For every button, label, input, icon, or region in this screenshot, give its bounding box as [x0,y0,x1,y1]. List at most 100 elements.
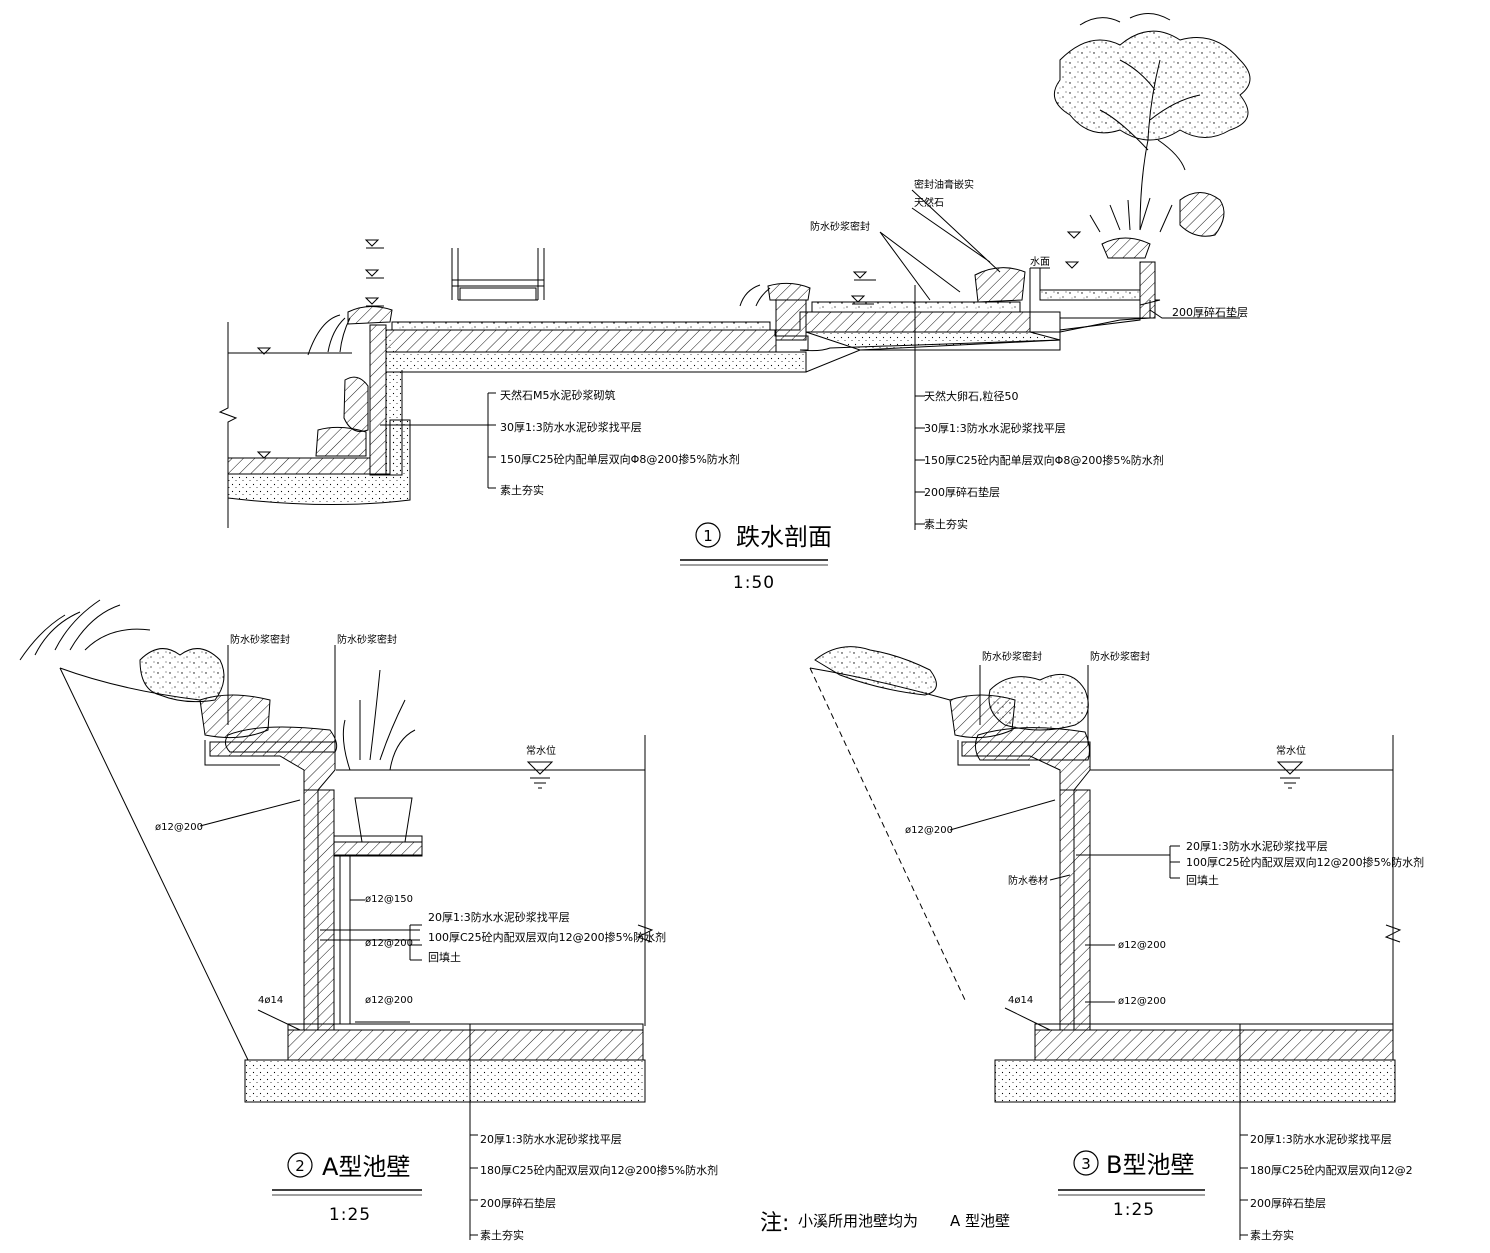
s3-wall-layer-2: 100厚C25砼内配双层双向12@200掺5%防水剂 [1186,855,1424,869]
s1-right-layer-3: 150厚C25砼内配单层双向Φ8@200掺5%防水剂 [924,453,1164,467]
section-3-labels: 防水砂浆密封 防水砂浆密封 常水位 ø12@200 防水卷材 ø12@200 ø… [905,650,1424,1242]
s1-left-layer-4: 素土夯实 [500,483,544,497]
s2-base-layer-3: 200厚碎石垫层 [480,1196,556,1210]
b-shrub-icon [814,646,1089,731]
s3-rebar-top: ø12@200 [905,825,953,836]
s2-number: 2 [295,1157,305,1175]
tree-base-stone [1101,237,1151,259]
s3-base-layer-1: 20厚1:3防水水泥砂浆找平层 [1250,1132,1392,1146]
s2-rebar-bottom: ø12@200 [365,995,413,1006]
drawing-note: 注: 小溪所用池壁均为 A 型池壁 [760,1211,1010,1236]
step-block [775,299,807,341]
natural-stone [974,267,1026,303]
s2-rebar-mid: ø12@200 [365,938,413,949]
s3-wall-layer-3: 回填土 [1186,873,1219,887]
s1-water-surface-callout: 水面 [1030,256,1050,268]
s3-wall-layer-1: 20厚1:3防水水泥砂浆找平层 [1186,839,1328,853]
s2-wall-layer-2: 100厚C25砼内配双层双向12@200掺5%防水剂 [428,930,666,944]
s3-base-layer-3: 200厚碎石垫层 [1250,1196,1326,1210]
a-planter-pot [354,797,413,843]
section-1-drop-water [218,13,1251,530]
s1-right-layer-5: 素土夯实 [924,517,968,531]
section-3-type-b-wall [809,646,1402,1240]
upper-pond-gravel [805,331,1061,351]
b-base-slab [1034,1029,1394,1061]
s3-bars: 4ø14 [1008,995,1033,1006]
drop-wall [369,324,387,476]
s3-rebar-mid: ø12@200 [1118,940,1166,951]
s1-left-layer-1: 天然石M5水泥砂浆砌筑 [500,388,616,402]
a-planter-slab [333,841,423,857]
upper-channel-slab [385,329,777,353]
s1-stone-callout: 天然石 [914,196,944,209]
s3-mortar-right: 防水砂浆密封 [1090,650,1150,663]
s2-wall-layer-3: 回填土 [428,950,461,964]
s1-right-layer-4: 200厚碎石垫层 [924,485,1000,499]
left-leader [487,392,496,489]
s1-mortar-callout: 防水砂浆密封 [810,220,870,233]
top-pond-wall-hatch [1139,261,1156,319]
s1-number: 1 [703,527,713,545]
s1-seal-callout: 密封油膏嵌实 [914,178,974,191]
s2-base-layer-4: 素土夯实 [480,1228,524,1242]
s2-rebar-150: ø12@150 [365,894,413,905]
wall-stone-2 [315,426,367,457]
s3-title: B型池壁 [1106,1151,1194,1179]
section-2-type-a-wall [19,599,654,1240]
s1-left-layer-3: 150厚C25砼内配单层双向Φ8@200掺5%防水剂 [500,452,740,466]
s2-water-level: 常水位 [526,744,556,757]
water-level-markers [256,231,1082,459]
wall-stone-1 [343,376,369,432]
s3-mortar-left: 防水砂浆密封 [982,650,1042,663]
gravel-leader [1149,309,1240,319]
upper-pond-slab [805,311,1031,333]
s2-base-layer-2: 180厚C25砼内配双层双向12@200掺5%防水剂 [480,1163,718,1177]
top-pond-pebbles [1039,289,1141,301]
s3-rebar-bottom: ø12@200 [1118,996,1166,1007]
mortar-leader [879,231,961,301]
a-wall [303,789,335,1031]
right-leader [914,285,925,530]
lower-pool-slab [227,457,371,475]
a-base-slab [287,1029,644,1061]
s2-base-layer-1: 20厚1:3防水水泥砂浆找平层 [480,1132,622,1146]
cap-stone-2 [767,282,811,301]
s1-scale: 1:50 [733,573,775,593]
b-gravel-base [994,1059,1396,1103]
s3-number: 3 [1081,1155,1091,1173]
s1-right-layer-1: 天然大卵石,粒径50 [924,389,1019,403]
pebble-layer-2 [811,301,1021,313]
left-break-line [218,322,238,528]
s2-wall-layer-1: 20厚1:3防水水泥砂浆找平层 [428,910,570,924]
seal-leader [911,189,1001,273]
s3-waterproof-board: 防水卷材 [1008,874,1048,887]
a-gravel-base [244,1059,646,1103]
a-stone-small [199,694,271,739]
s3-water-level: 常水位 [1276,744,1306,757]
tree-icon [1053,13,1251,237]
s1-gravel-callout: 200厚碎石垫层 [1172,305,1248,319]
upper-slab-outline [386,311,1061,352]
s2-mortar-right: 防水砂浆密封 [337,633,397,646]
waterfall-2 [739,284,771,307]
s2-number-circle [287,1152,313,1178]
bridge-deck [459,287,537,301]
s1-title: 跌水剖面 [736,523,832,551]
s2-bars: 4ø14 [258,995,283,1006]
note-prefix: 注: [760,1211,789,1236]
b-wall [1059,789,1091,1031]
section-1-labels: 天然石M5水泥砂浆砌筑 30厚1:3防水水泥砂浆找平层 150厚C25砼内配单层… [500,178,1248,593]
cap-stone [347,306,393,325]
s3-number-circle [1073,1150,1099,1176]
b-embankment-line [809,667,966,1001]
s1-number-circle [695,522,721,548]
section-2-labels: 防水砂浆密封 防水砂浆密封 常水位 ø12@200 ø12@150 ø12@20… [155,633,718,1242]
note-text: 小溪所用池壁均为 [798,1212,918,1230]
s1-right-layer-2: 30厚1:3防水水泥砂浆找平层 [924,421,1066,435]
s3-base-layer-2: 180厚C25砼内配双层双向12@2 [1250,1163,1413,1177]
s2-mortar-left: 防水砂浆密封 [230,633,290,646]
s2-rebar-top: ø12@200 [155,822,203,833]
lower-pool-subgrade [227,419,411,506]
note-type: A 型池壁 [950,1212,1010,1230]
